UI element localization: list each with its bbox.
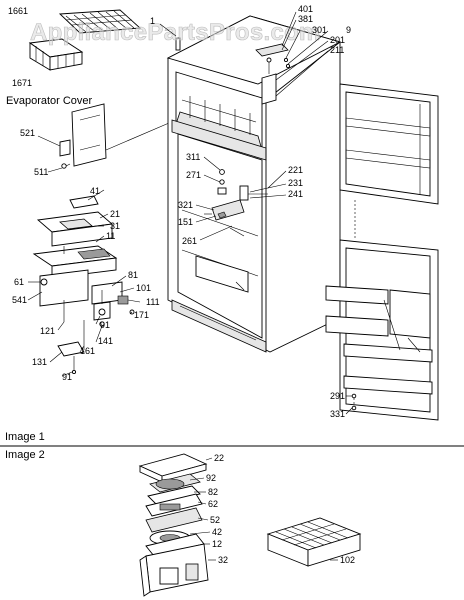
image2-label: Image 2 xyxy=(5,449,45,461)
part-label: 271 xyxy=(186,170,201,180)
part-label: 231 xyxy=(288,178,303,188)
part-label: 41 xyxy=(90,186,100,196)
part-label: 1671 xyxy=(12,78,32,88)
ice-maker-stack xyxy=(138,453,209,597)
part-label: 9 xyxy=(346,25,351,35)
part-label: 141 xyxy=(98,336,113,346)
image2-leaders xyxy=(189,457,216,561)
image1-label: Image 1 xyxy=(5,431,45,443)
freezer-door xyxy=(339,83,439,205)
part-label: 401 xyxy=(298,4,313,14)
part-label: 211 xyxy=(330,45,344,55)
part-label: 201 xyxy=(330,35,345,45)
part-label: 91 xyxy=(100,320,110,330)
bottom-hinge-screws xyxy=(351,393,357,411)
part-label: 91 xyxy=(62,372,72,382)
screw-61 xyxy=(40,278,48,286)
part-label: 161 xyxy=(80,346,95,356)
part-label: 11 xyxy=(106,231,115,241)
part-label: 92 xyxy=(206,473,216,483)
part-label: 111 xyxy=(146,297,160,307)
part-label: 541 xyxy=(12,295,27,305)
part-label: 301 xyxy=(312,25,327,35)
part-label: 81 xyxy=(128,270,138,280)
part-label: 1661 xyxy=(8,6,28,16)
part-label: 321 xyxy=(178,200,193,210)
part-label: 52 xyxy=(210,515,220,525)
part-label: 331 xyxy=(330,409,345,419)
control-assembly xyxy=(204,169,268,237)
part-label: 1 xyxy=(150,16,155,26)
part-label: 151 xyxy=(178,217,193,227)
part-label: 62 xyxy=(208,499,218,509)
ice-tray xyxy=(266,517,362,567)
part-label: 12 xyxy=(212,539,222,549)
fresh-food-door xyxy=(325,239,439,421)
part-label: 171 xyxy=(134,310,149,320)
part-label: 131 xyxy=(32,357,47,367)
part-label: 101 xyxy=(136,283,151,293)
part-label: 381 xyxy=(298,14,313,24)
part-label: 82 xyxy=(208,487,218,497)
part-label: 31 xyxy=(110,221,120,231)
freezer-wire-basket xyxy=(28,38,84,71)
screw-511 xyxy=(61,163,71,169)
evaporator-cover-label: Evaporator Cover xyxy=(6,95,93,107)
part-label: 241 xyxy=(288,189,303,199)
part-label: 221 xyxy=(288,165,303,175)
part-label: 521 xyxy=(20,128,35,138)
part-labels: 1661 1 1671 401 381 301 9 201 211 521 51… xyxy=(8,4,355,565)
top-pin xyxy=(175,37,181,51)
part-label: 42 xyxy=(212,527,222,537)
part-label: 21 xyxy=(110,209,120,219)
part-label: 32 xyxy=(218,555,228,565)
part-label: 261 xyxy=(182,236,197,246)
part-label: 511 xyxy=(34,167,48,177)
freezer-wire-shelf xyxy=(58,9,142,34)
watermark: AppliancePartsPros.com xyxy=(30,19,321,46)
fan-motor-cluster xyxy=(57,281,135,375)
part-label: 291 xyxy=(330,391,345,401)
evaporator-cover xyxy=(59,103,177,167)
part-label: 121 xyxy=(40,326,55,336)
part-label: 22 xyxy=(214,453,224,463)
part-label: 61 xyxy=(14,277,24,287)
refrigerator-cabinet xyxy=(166,15,342,353)
part-label: 311 xyxy=(186,152,200,162)
top-hinge-assembly xyxy=(255,43,291,105)
part-label: 102 xyxy=(340,555,355,565)
evaporator-fan-housing xyxy=(32,195,118,322)
image1-leaders xyxy=(27,11,353,415)
